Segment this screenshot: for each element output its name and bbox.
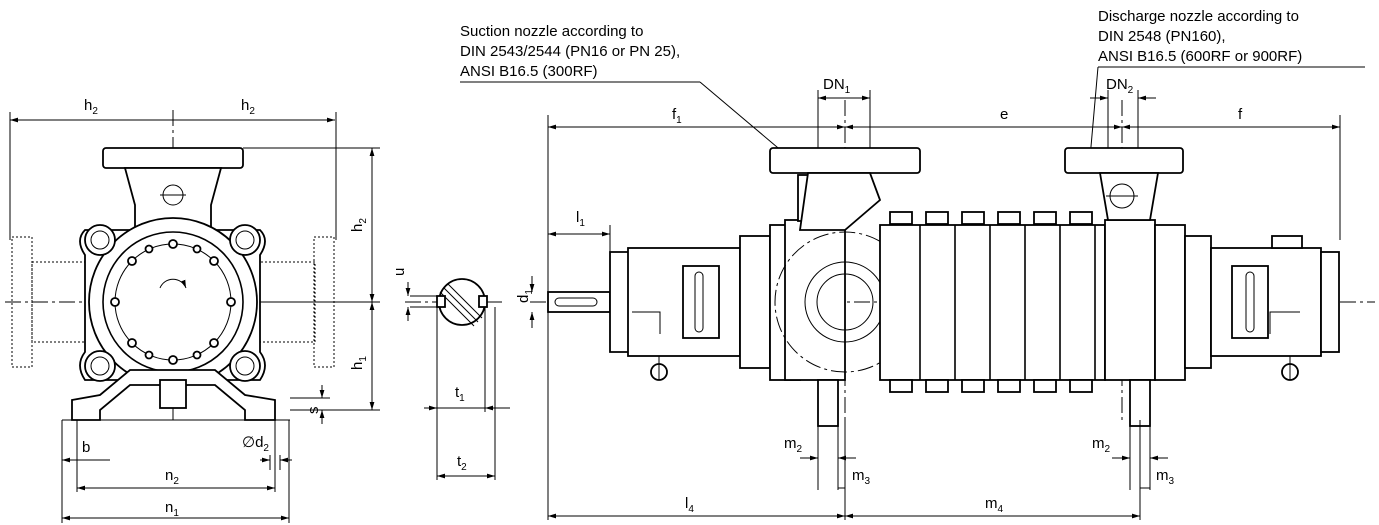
discharge-note-line2: DIN 2548 (PN160), — [1098, 28, 1226, 45]
suction-note-line1: Suction nozzle according to — [460, 23, 643, 40]
inner-bolt-circle — [110, 239, 236, 365]
front-view: h2 h2 h2 h1 s b ∅d2 n2 n1 — [5, 97, 380, 523]
dim-b: b — [82, 439, 90, 456]
dim-h1-vertical: h1 — [349, 356, 369, 370]
dim-h2-vertical: h2 — [349, 218, 369, 232]
dim-m2-right: m2 — [1092, 435, 1111, 455]
discharge-note-line3: ANSI B16.5 (600RF or 900RF) — [1098, 48, 1302, 65]
dim-l1: l1 — [576, 209, 585, 229]
dim-m2-left: m2 — [784, 435, 803, 455]
dim-DN1: DN1 — [823, 76, 851, 96]
dim-u: u — [391, 268, 408, 276]
dim-m4: m4 — [985, 495, 1004, 515]
tie-bolts-bottom — [889, 379, 1093, 393]
dim-d2: ∅d2 — [242, 434, 269, 454]
dim-f1: f1 — [672, 106, 682, 126]
dim-t2: t2 — [457, 453, 467, 473]
rotation-arrow-icon — [159, 278, 187, 289]
dim-n2: n2 — [165, 467, 179, 487]
dim-e: e — [1000, 106, 1008, 123]
dim-l4: l4 — [685, 495, 694, 515]
dim-n1: n1 — [165, 499, 179, 519]
dim-m3-right: m3 — [1156, 467, 1175, 487]
dim-DN2: DN2 — [1106, 76, 1134, 96]
dim-h2-left: h2 — [84, 97, 98, 117]
dim-m3-left: m3 — [852, 467, 871, 487]
tie-bolts-top — [889, 211, 1093, 225]
suction-note-line2: DIN 2543/2544 (PN16 or PN 25), — [460, 43, 680, 60]
corner-bolts-front — [84, 224, 261, 382]
side-view: Suction nozzle according to DIN 2543/254… — [460, 8, 1375, 520]
dim-t1: t1 — [455, 384, 465, 404]
dim-s: s — [305, 407, 322, 415]
dim-d1: d1 — [515, 289, 535, 303]
discharge-note-line1: Discharge nozzle according to — [1098, 8, 1299, 25]
dim-h2-right: h2 — [241, 97, 255, 117]
dim-f: f — [1238, 106, 1243, 123]
shaft-end-detail: u t1 t2 — [391, 268, 510, 480]
suction-note-line3: ANSI B16.5 (300RF) — [460, 63, 598, 80]
